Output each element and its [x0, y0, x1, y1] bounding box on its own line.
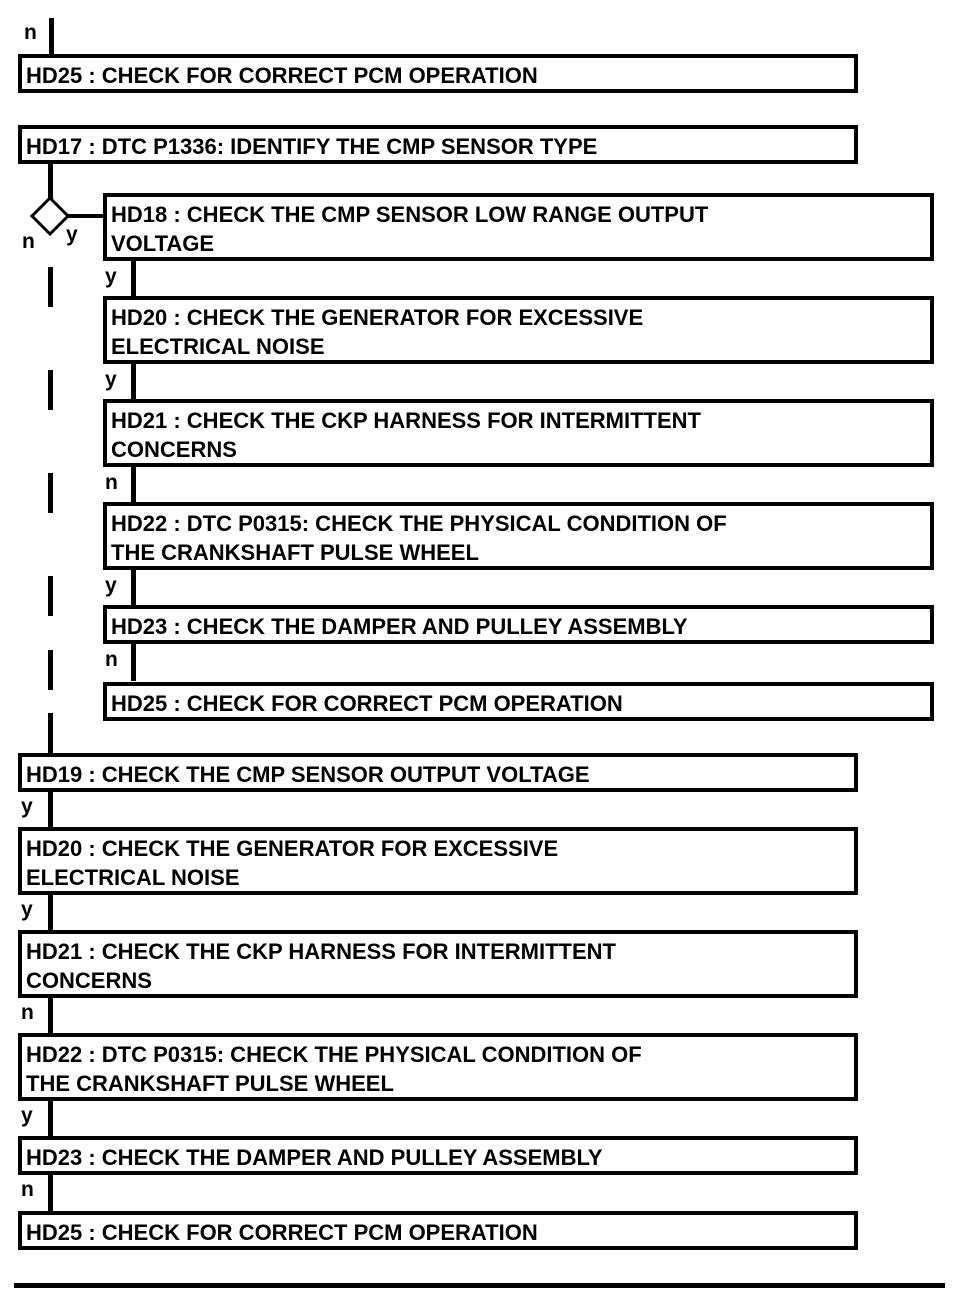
- branch-label-hd22b-hd23b: y: [21, 1104, 33, 1127]
- branch-label-hd23-hd25: n: [105, 648, 118, 671]
- node-hd21-lower[interactable]: HD21 : CHECK THE CKP HARNESS FOR INTERMI…: [18, 930, 858, 998]
- connector-hd22-to-hd23: [131, 570, 136, 607]
- connector-hd22b-to-hd23b: [48, 1101, 53, 1138]
- connector-hd19-to-hd20b: [48, 792, 53, 829]
- spine-segment-4: [48, 576, 53, 616]
- connector-decision-to-hd18: [68, 214, 106, 218]
- node-hd17[interactable]: HD17 : DTC P1336: IDENTIFY THE CMP SENSO…: [18, 125, 858, 164]
- node-hd20-lower[interactable]: HD20 : CHECK THE GENERATOR FOR EXCESSIVE…: [18, 827, 858, 895]
- node-hd19[interactable]: HD19 : CHECK THE CMP SENSOR OUTPUT VOLTA…: [18, 753, 858, 792]
- branch-label-hd23b-hd25b: n: [21, 1178, 34, 1201]
- branch-label-decision-yes: y: [66, 223, 78, 246]
- node-hd22-indented[interactable]: HD22 : DTC P0315: CHECK THE PHYSICAL CON…: [103, 502, 934, 570]
- connector-into-hd25-top: [49, 18, 54, 56]
- connector-hd23-to-hd25: [131, 644, 136, 681]
- spine-segment-3: [48, 473, 53, 513]
- decision-diamond[interactable]: [30, 196, 70, 236]
- branch-label-hd20b-hd21b: y: [21, 898, 33, 921]
- node-hd18[interactable]: HD18 : CHECK THE CMP SENSOR LOW RANGE OU…: [103, 193, 934, 261]
- connector-hd18-to-hd20: [131, 261, 136, 298]
- page-bottom-rule: [14, 1283, 945, 1288]
- branch-label-hd18-hd20: y: [105, 265, 117, 288]
- branch-label-decision-no: n: [22, 230, 35, 253]
- connector-hd23b-to-hd25b: [48, 1175, 53, 1212]
- connector-hd20b-to-hd21b: [48, 895, 53, 932]
- spine-segment-5: [48, 650, 53, 690]
- branch-label-top-incoming: n: [24, 21, 37, 44]
- node-hd25-lower[interactable]: HD25 : CHECK FOR CORRECT PCM OPERATION: [18, 1211, 858, 1250]
- branch-label-hd21b-hd22b: n: [21, 1001, 34, 1024]
- connector-hd21b-to-hd22b: [48, 998, 53, 1035]
- node-hd22-lower[interactable]: HD22 : DTC P0315: CHECK THE PHYSICAL CON…: [18, 1033, 858, 1101]
- connector-hd17-to-decision: [48, 164, 53, 199]
- connector-hd21-to-hd22: [131, 467, 136, 504]
- node-hd20-indented[interactable]: HD20 : CHECK THE GENERATOR FOR EXCESSIVE…: [103, 296, 934, 364]
- spine-segment-6: [48, 713, 53, 758]
- connector-hd20-to-hd21: [131, 364, 136, 401]
- branch-label-hd22-hd23: y: [105, 574, 117, 597]
- branch-label-hd21-hd22: n: [105, 471, 118, 494]
- branch-label-hd19-hd20: y: [21, 795, 33, 818]
- node-hd23-indented[interactable]: HD23 : CHECK THE DAMPER AND PULLEY ASSEM…: [103, 605, 934, 644]
- branch-label-hd20-hd21: y: [105, 368, 117, 391]
- spine-segment-2: [48, 370, 53, 410]
- node-hd21-indented[interactable]: HD21 : CHECK THE CKP HARNESS FOR INTERMI…: [103, 399, 934, 467]
- spine-segment-1: [48, 267, 53, 307]
- node-hd23-lower[interactable]: HD23 : CHECK THE DAMPER AND PULLEY ASSEM…: [18, 1136, 858, 1175]
- node-hd25-top[interactable]: HD25 : CHECK FOR CORRECT PCM OPERATION: [18, 54, 858, 93]
- node-hd25-indented[interactable]: HD25 : CHECK FOR CORRECT PCM OPERATION: [103, 682, 934, 721]
